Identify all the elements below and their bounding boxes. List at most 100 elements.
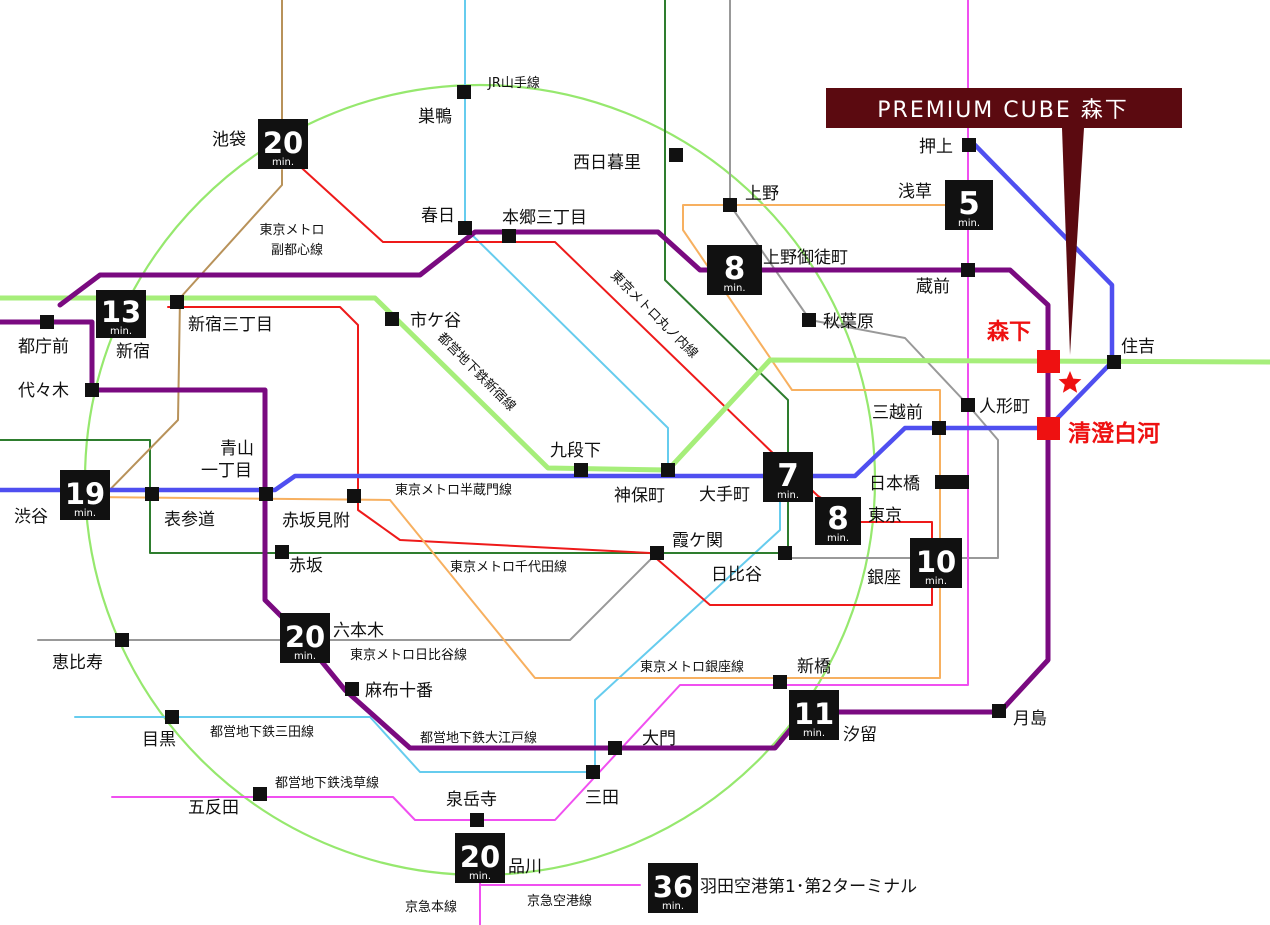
station-marker[interactable] [661,463,675,477]
station-label-tokyo: 東京 [868,506,902,526]
travel-time-unit: min. [294,651,316,662]
travel-time-box-bg [648,863,698,913]
line-label-oedo: 都営地下鉄大江戸線 [420,730,537,746]
station-marker[interactable] [347,489,361,503]
station-marker[interactable] [165,710,179,724]
station-marker[interactable] [458,221,472,235]
station-label-kasuga: 春日 [421,206,455,226]
station-marker[interactable] [253,787,267,801]
station-marker[interactable] [1107,355,1121,369]
travel-time-unit: min. [958,218,980,229]
station-marker[interactable] [345,682,359,696]
travel-time-box-bg [96,290,146,338]
target-station-kiyosumi[interactable] [1037,417,1060,440]
station-marker[interactable] [650,546,664,560]
station-label-yoyogi: 代々木 [18,381,69,401]
hibiya-line [37,0,999,641]
travel-time-box-bg [763,452,813,502]
station-label-kasumigaseki: 霞ケ関 [672,531,723,551]
station-label-ichigaya: 市ケ谷 [410,311,461,331]
banner [826,88,1182,128]
station-label-daimon: 大門 [642,729,676,749]
travel-time-minutes: 10 [916,545,956,579]
station-label-omotesando: 表参道 [164,510,215,530]
station-label-oshiage: 押上 [919,137,953,157]
asakusa-line [111,0,969,821]
station-marker[interactable] [935,475,969,489]
station-label-kiyosumishirakawa: 清澄白河 [1068,420,1160,447]
station-label-kudanshita: 九段下 [550,441,601,461]
travel-time-minutes: 19 [65,477,105,511]
station-label-akihabara: 秋葉原 [823,312,874,332]
station-marker[interactable] [586,765,600,779]
travel-time-minutes: 5 [958,186,980,222]
travel-time-minutes: 8 [724,251,746,287]
station-marker[interactable] [502,229,516,243]
station-label-shinjukusanchome: 新宿三丁目 [188,315,273,335]
station-marker[interactable] [669,148,683,162]
travel-time-minutes: 20 [263,126,303,160]
target-station-morishita[interactable] [1037,350,1060,373]
travel-time-box-bg [60,470,110,520]
station-marker[interactable] [85,383,99,397]
station-label-sumiyoshi: 住吉 [1121,337,1155,357]
station-marker[interactable] [778,546,792,560]
station-marker[interactable] [932,421,946,435]
station-marker[interactable] [723,198,737,212]
station-marker[interactable] [385,312,399,326]
station-label-shibuya: 渋谷 [14,507,48,527]
station-label-ningyocho: 人形町 [979,397,1030,417]
banner-pointer [1062,128,1084,355]
station-marker[interactable] [574,463,588,477]
travel-time-minutes: 8 [827,501,849,537]
station-marker[interactable] [992,704,1006,718]
line-label-mita: 都営地下鉄三田線 [210,724,314,740]
station-label-aoyama: 青山 [220,439,254,459]
travel-time-unit: min. [110,326,132,337]
station-label-mita: 三田 [585,788,619,808]
station-label-akasakamitsuke: 赤坂見附 [282,511,350,531]
station-marker[interactable] [115,633,129,647]
station-marker[interactable] [962,138,976,152]
station-label-kuramae: 蔵前 [916,277,950,297]
station-label-shinjuku: 新宿 [116,342,150,362]
station-label-hibiya: 日比谷 [711,565,762,585]
station-marker[interactable] [961,263,975,277]
travel-time-unit: min. [777,490,799,501]
station-label-ikebukuro: 池袋 [212,130,246,150]
line-label-ginza: 東京メトロ銀座線 [640,659,744,675]
station-marker[interactable] [145,487,159,501]
station-marker[interactable] [608,741,622,755]
travel-time-unit: min. [723,283,745,294]
line-label-fukutoshin-1: 東京メトロ [259,222,324,238]
station-marker[interactable] [802,313,816,327]
travel-time-minutes: 11 [794,697,834,731]
travel-time-unit: min. [74,508,96,519]
station-marker[interactable] [170,295,184,309]
station-marker[interactable] [259,487,273,501]
travel-time-unit: min. [272,157,294,168]
station-marker[interactable] [40,315,54,329]
station-marker[interactable] [470,813,484,827]
station-label-hongosanchome: 本郷三丁目 [502,208,587,228]
travel-time-unit: min. [925,576,947,587]
station-marker[interactable] [457,85,471,99]
station-label-otemachi: 大手町 [699,485,750,505]
station-marker[interactable] [773,675,787,689]
station-label-tsukishima: 月島 [1013,709,1047,729]
travel-time-minutes: 20 [460,840,500,874]
station-label-meguro: 目黒 [142,730,176,750]
travel-time-box-bg [945,180,993,230]
station-marker[interactable] [275,545,289,559]
station-marker[interactable] [961,398,975,412]
travel-time-box-bg [455,833,505,883]
station-label-tochomae: 都庁前 [18,337,69,357]
travel-time-minutes: 20 [285,620,325,654]
